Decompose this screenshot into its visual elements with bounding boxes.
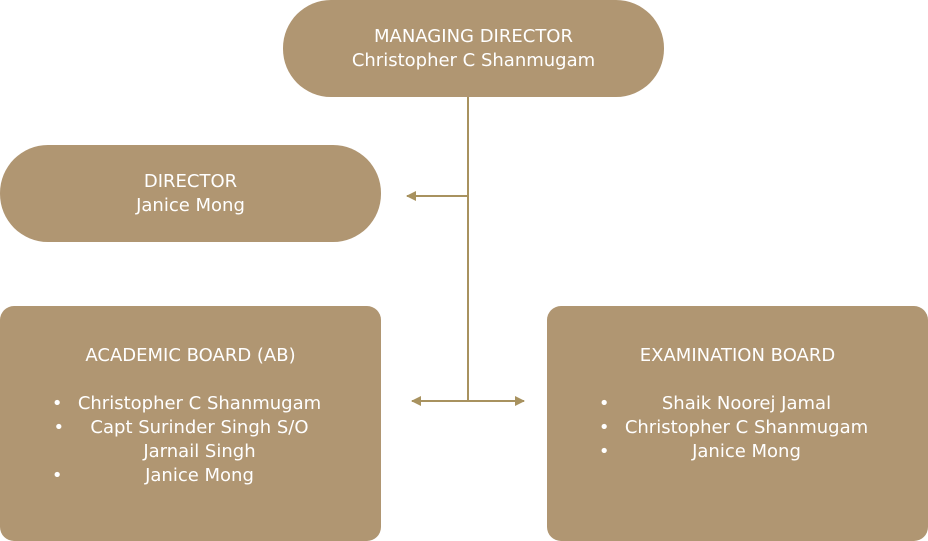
list-item: Capt Surinder Singh S/O Jarnail Singh [53,416,319,464]
list-item: Shaik Noorej Jamal [599,392,868,416]
list-item: Janice Mong [52,464,321,488]
examination-board-title: EXAMINATION BOARD [639,345,836,366]
director-name: Janice Mong [136,194,245,216]
academic-board-node: ACADEMIC BOARD (AB) Christopher C Shanmu… [0,306,381,541]
academic-board-title: ACADEMIC BOARD (AB) [85,345,296,366]
director-title: DIRECTOR [143,170,238,192]
managing-director-node: MANAGING DIRECTOR Christopher C Shanmuga… [283,0,664,97]
examination-board-node: EXAMINATION BOARD Shaik Noorej Jamal Chr… [547,306,928,541]
list-item: Christopher C Shanmugam [52,392,321,416]
director-node: DIRECTOR Janice Mong [0,145,381,242]
examination-board-members: Shaik Noorej Jamal Christopher C Shanmug… [599,392,868,464]
list-item: Christopher C Shanmugam [599,416,868,440]
managing-director-name: Christopher C Shanmugam [351,49,596,71]
academic-board-members: Christopher C Shanmugam Capt Surinder Si… [52,392,321,488]
list-item: Janice Mong [599,440,868,464]
managing-director-title: MANAGING DIRECTOR [374,25,573,47]
